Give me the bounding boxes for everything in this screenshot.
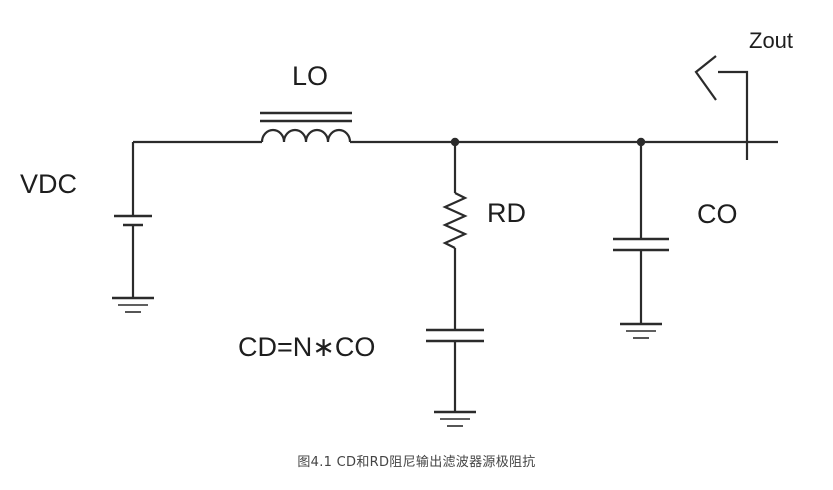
rd-cd-branch xyxy=(426,142,484,427)
ground-symbol-cd xyxy=(434,410,476,427)
label-vdc: VDC xyxy=(20,169,77,199)
zout-probe-arrow xyxy=(694,55,749,160)
top-rail xyxy=(133,111,778,147)
ground-symbol-vdc xyxy=(112,296,154,313)
co-branch xyxy=(613,142,669,339)
ground-symbol-co xyxy=(620,322,662,339)
capacitor-co xyxy=(613,237,669,252)
vdc-source xyxy=(112,142,154,313)
label-lo: LO xyxy=(292,61,328,91)
label-cd-equation: CD=N∗CO xyxy=(238,332,375,362)
label-rd: RD xyxy=(487,198,526,228)
resistor-rd xyxy=(442,192,468,249)
capacitor-cd xyxy=(426,328,484,343)
label-zout: Zout xyxy=(749,28,793,53)
figure-caption: 图4.1 CD和RD阻尼输出滤波器源极阻抗 xyxy=(297,455,536,470)
label-co: CO xyxy=(697,199,738,229)
inductor-lo xyxy=(260,111,352,143)
